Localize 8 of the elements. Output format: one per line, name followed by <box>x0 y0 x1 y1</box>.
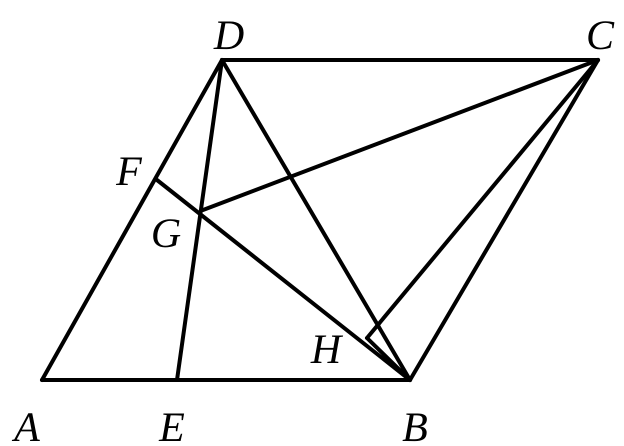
point-label: B <box>402 407 428 446</box>
point-label: H <box>310 329 342 371</box>
point-label: G <box>150 213 182 255</box>
point-label: F <box>116 151 142 193</box>
point-label: D <box>214 15 244 57</box>
point-label: E <box>159 407 185 446</box>
point-label: A <box>14 407 40 446</box>
point-label: C <box>586 15 614 57</box>
